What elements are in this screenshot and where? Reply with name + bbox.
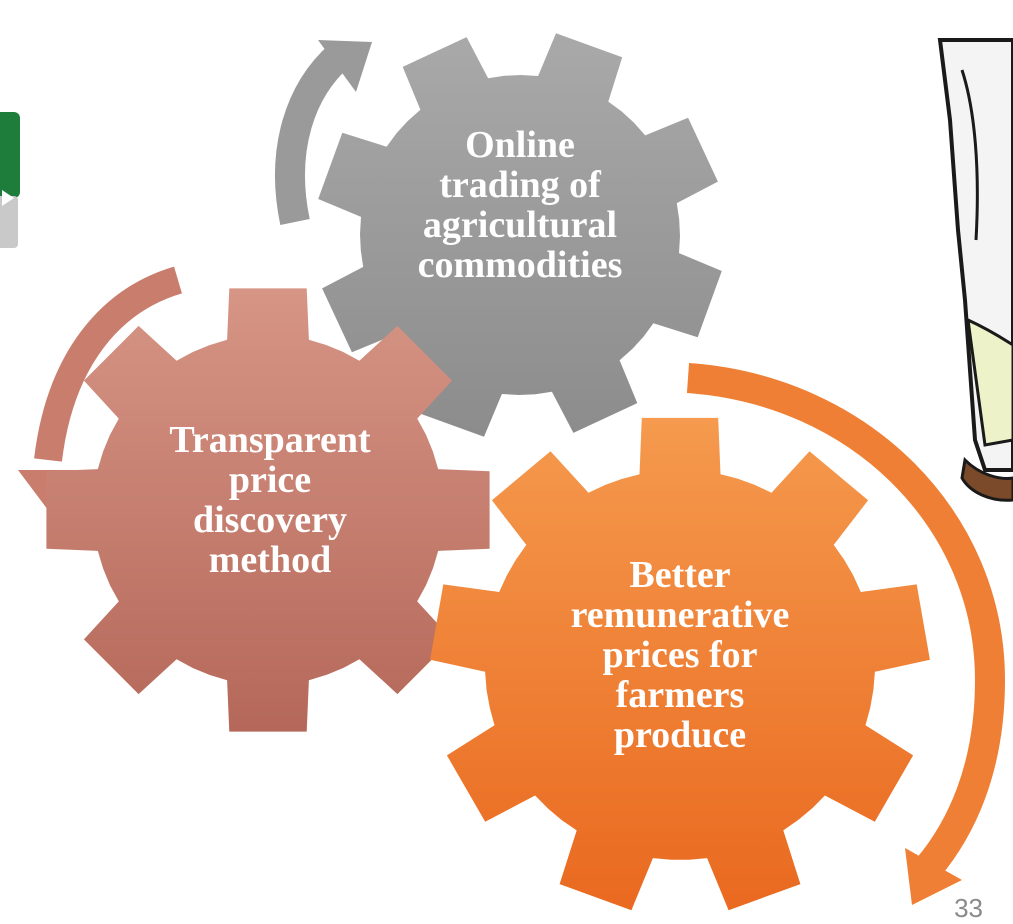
gear-label-line: discovery: [192, 499, 348, 541]
gear-label-online-trading: Online trading of agricultural commoditi…: [395, 125, 645, 285]
farmer-illustration: [937, 38, 1013, 502]
gear-label-line: Transparent: [169, 419, 371, 461]
gear-label-line: farmers: [615, 674, 745, 716]
orange-cycle-arrow: [686, 363, 1006, 878]
gear-label-line: remunerative: [570, 594, 790, 636]
gear-label-line: price: [228, 459, 312, 501]
gray-arrow-head: [318, 40, 372, 92]
gear-label-transparent-price: Transparent price discovery method: [150, 420, 390, 580]
orange-arrow-head: [905, 848, 962, 905]
gear-label-line: Online: [465, 124, 575, 166]
gear-label-line: commodities: [417, 244, 623, 286]
gear-online-trading: [318, 33, 722, 437]
gear-better-prices: [430, 417, 930, 911]
brown-cycle-arrow: [34, 266, 183, 462]
gear-label-line: method: [208, 539, 332, 581]
gear-label-line: trading of: [439, 164, 601, 206]
gray-cycle-arrow: [275, 43, 351, 226]
gear-label-line: Better: [629, 554, 731, 596]
gear-label-line: produce: [613, 714, 747, 756]
gear-label-line: prices for: [602, 634, 758, 676]
gear-label-line: agricultural: [422, 204, 618, 246]
logo-partial: [0, 112, 20, 248]
gear-transparent-price: [46, 288, 490, 732]
gear-label-better-prices: Better remunerative prices for farmers p…: [550, 555, 810, 755]
page-number: 33: [954, 893, 983, 923]
